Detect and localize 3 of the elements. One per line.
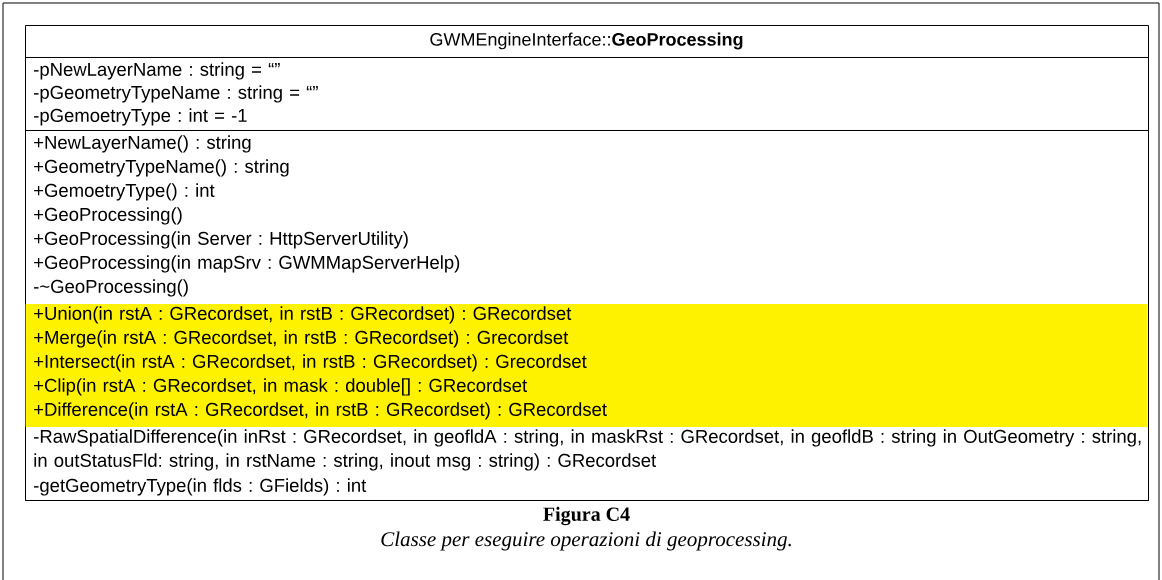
attribute-compartment: -pNewLayerName : string = “” -pGeometryTypeName : string = “” -pGemoetryType : int = -1 [25, 57, 1149, 131]
figure-caption: Classe per eseguire operazioni di geoprocessing. [381, 531, 791, 551]
method-compartment: +NewLayerName() : string +GeometryTypeName() : string +GemoetryType() : int +GeoProcessing() +GeoProcessing(in Server : HttpServerUtility) +GeoProcessing(in mapSrv : GWMMapServerHelp) -~GeoProcessing() +Union(in rstA : GRecordset, in rstB : GRecordset) : GRecordset +Merge(in rstA : GRecordset, in rstB : GRecordset) : Grecordset +Intersect(in rstA : GRecordset, in rstB : GRecordset) : Grecordset +Clip(in rstA : GRecordset, in mask : double[] : GRecordset +Difference(in rstA : GRecordset, in rstB : GRecordset) : GRecordset -RawSpatialDifference(in inRst : GRecordset, in geofldA : string, in maskRst : GRecordset, in geofldB : string in OutGeometry : string, in outStatusFld: string, in rstName : string, inout msg : string) : GRecordset -getGeometryType(in flds : GFields) : int [25, 130, 1149, 501]
